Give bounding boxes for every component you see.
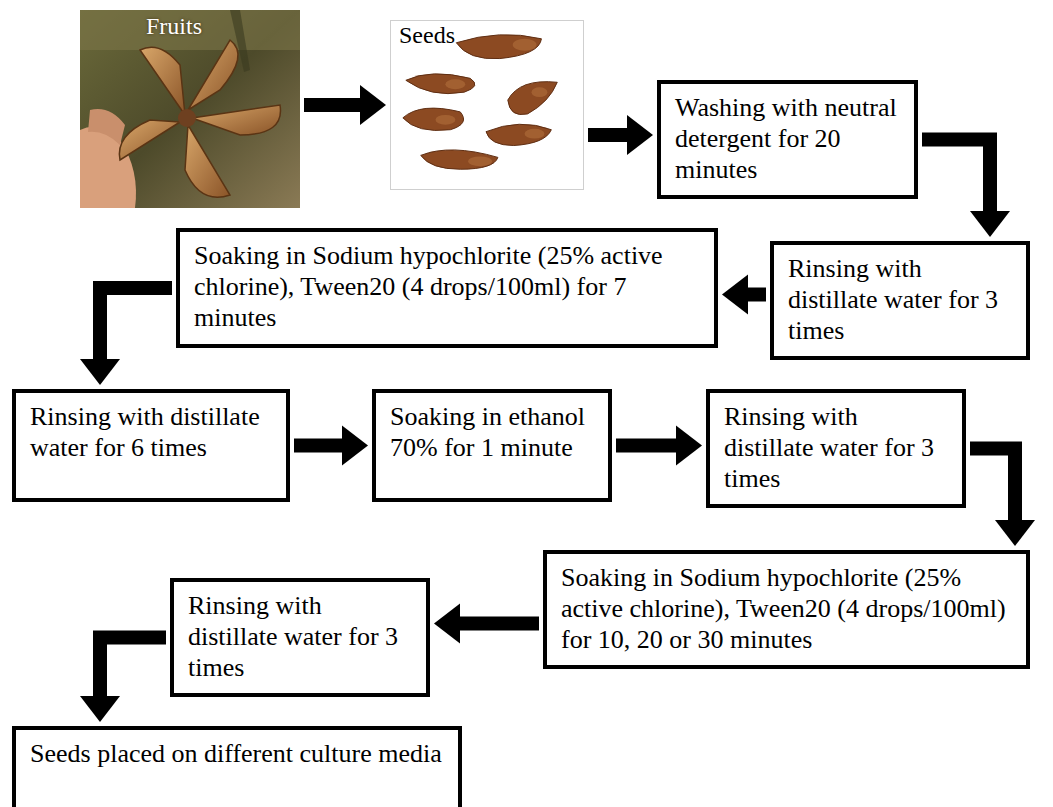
step-text: Washing with neutral detergent for 20 mi…	[675, 92, 900, 185]
flow-arrow	[434, 604, 539, 644]
step-text: Rinsing with distillate water for 3 time…	[724, 401, 948, 494]
arrow-head	[970, 211, 1010, 237]
arrow-shaft	[588, 128, 627, 142]
flow-arrow	[616, 426, 702, 466]
arrow-head	[342, 426, 368, 466]
process-box: Soaking in Sodium hypochlorite (25% acti…	[176, 228, 718, 348]
flow-arrow	[80, 288, 172, 385]
arrow-shaft	[970, 449, 1015, 521]
arrow-shaft	[100, 638, 166, 697]
process-box: Seeds placed on different culture media	[12, 726, 462, 807]
seeds-photo-panel: Seeds	[390, 20, 584, 190]
flow-arrow	[80, 638, 166, 723]
process-box: Soaking in Sodium hypochlorite (25% acti…	[543, 550, 1030, 669]
photo-label: Seeds	[391, 21, 583, 49]
process-box: Washing with neutral detergent for 20 mi…	[657, 80, 918, 199]
arrow-head	[80, 696, 120, 722]
step-text: Rinsing with distillate water for 3 time…	[788, 253, 1012, 346]
arrow-head	[80, 359, 120, 385]
flow-arrow	[588, 115, 653, 155]
flow-arrow	[722, 275, 766, 315]
step-text: Soaking in Sodium hypochlorite (25% acti…	[194, 240, 700, 333]
process-box: Rinsing with distillate water for 6 time…	[12, 389, 290, 502]
step-text: Soaking in Sodium hypochlorite (25% acti…	[561, 562, 1012, 655]
step-text: Soaking in ethanol 70% for 1 minute	[390, 401, 594, 463]
arrow-shaft	[616, 439, 676, 453]
step-text: Rinsing with distillate water for 6 time…	[30, 401, 272, 463]
flow-arrow	[970, 449, 1035, 547]
process-box: Rinsing with distillate water for 3 time…	[770, 241, 1030, 360]
fruit-photo	[80, 10, 300, 208]
arrow-head	[676, 426, 702, 466]
step-text: Rinsing with distillate water for 3 time…	[188, 590, 412, 683]
arrow-shaft	[294, 439, 342, 453]
flow-arrow	[922, 140, 1010, 238]
flow-arrow	[304, 85, 386, 125]
arrow-shaft	[460, 617, 539, 631]
process-box: Rinsing with distillate water for 3 time…	[706, 389, 966, 508]
arrow-shaft	[922, 140, 990, 212]
step-text: Seeds placed on different culture media	[30, 738, 444, 769]
photo-label: Fruits	[80, 10, 300, 40]
fruit-photo-panel: Fruits	[80, 10, 300, 208]
process-box: Soaking in ethanol 70% for 1 minute	[372, 389, 612, 502]
arrow-shaft	[100, 288, 172, 359]
arrow-head	[627, 115, 653, 155]
arrow-head	[995, 520, 1035, 546]
arrow-shaft	[748, 288, 766, 302]
arrow-head	[434, 604, 460, 644]
arrow-head	[360, 85, 386, 125]
arrow-head	[722, 275, 748, 315]
arrow-shaft	[304, 98, 360, 112]
process-box: Rinsing with distillate water for 3 time…	[170, 578, 430, 697]
flow-arrow	[294, 426, 368, 466]
